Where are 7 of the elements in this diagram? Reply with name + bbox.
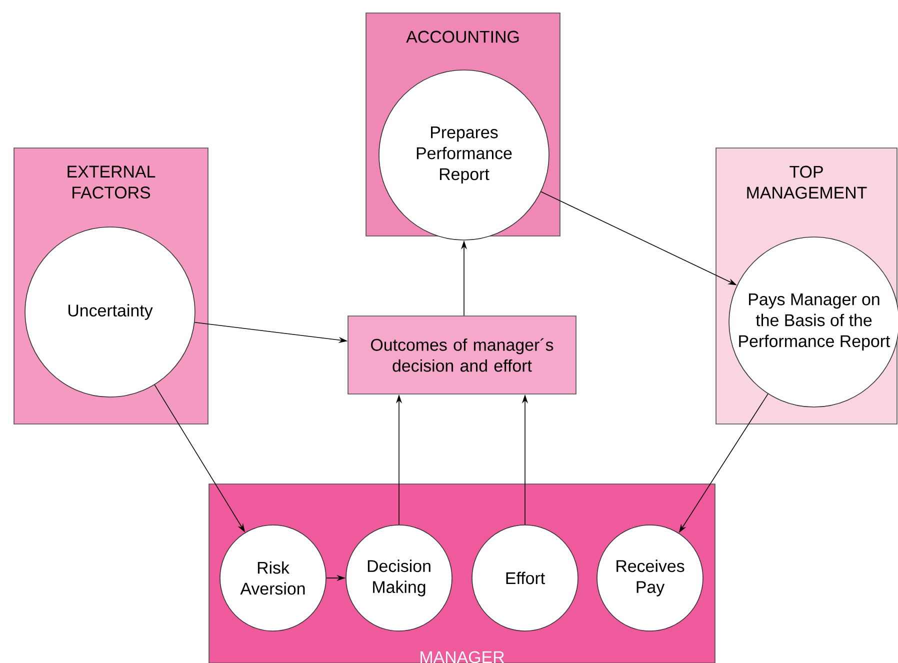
circle-node: Prepares Performance Report <box>378 70 550 240</box>
circle-node: Risk Aversion <box>220 524 326 632</box>
outcome-box: Outcomes of manager´s decision and effort <box>348 316 576 394</box>
circle-node: Effort <box>472 524 578 632</box>
circle-node: Receives Pay <box>596 524 704 632</box>
circle-node: Uncertainty <box>24 226 196 398</box>
circle-node: Decision Making <box>346 524 452 632</box>
